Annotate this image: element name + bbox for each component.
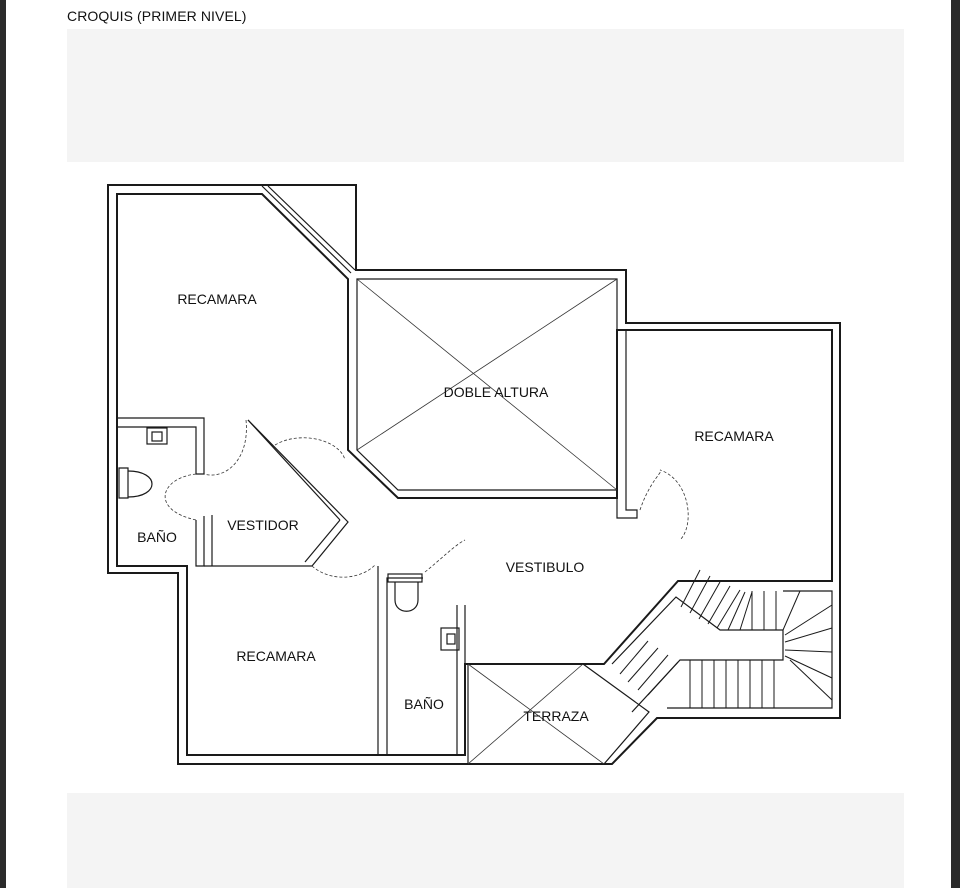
placeholder-band-bottom <box>67 793 904 888</box>
door-swings <box>164 419 689 578</box>
staircase <box>611 569 833 713</box>
window-edge-left <box>0 0 6 888</box>
room-label-double-height: DOBLE ALTURA <box>444 384 549 400</box>
room-label-bedroom-right: RECAMARA <box>694 428 774 444</box>
placeholder-band-top <box>67 29 904 162</box>
room-label-closet: VESTIDOR <box>227 517 299 533</box>
room-label-bathroom-left: BAÑO <box>137 529 177 545</box>
bathroom-center-walls <box>377 566 466 756</box>
terrace <box>467 663 650 765</box>
double-height-void <box>356 278 618 491</box>
exterior-walls <box>107 184 841 765</box>
room-label-hall: VESTIBULO <box>506 559 585 575</box>
room-label-bedroom-top-left: RECAMARA <box>177 291 257 307</box>
bedroom-right-partition <box>616 330 638 519</box>
room-label-bedroom-bottom-left: RECAMARA <box>236 648 316 664</box>
bathroom-left-walls <box>117 417 205 567</box>
room-label-terrace: TERRAZA <box>523 708 589 724</box>
room-label-bathroom-center: BAÑO <box>404 696 444 712</box>
window-edge-right <box>951 0 960 888</box>
page-title: CROQUIS (PRIMER NIVEL) <box>67 8 247 24</box>
bedroom-window <box>261 185 356 274</box>
closet-walls <box>204 419 349 567</box>
